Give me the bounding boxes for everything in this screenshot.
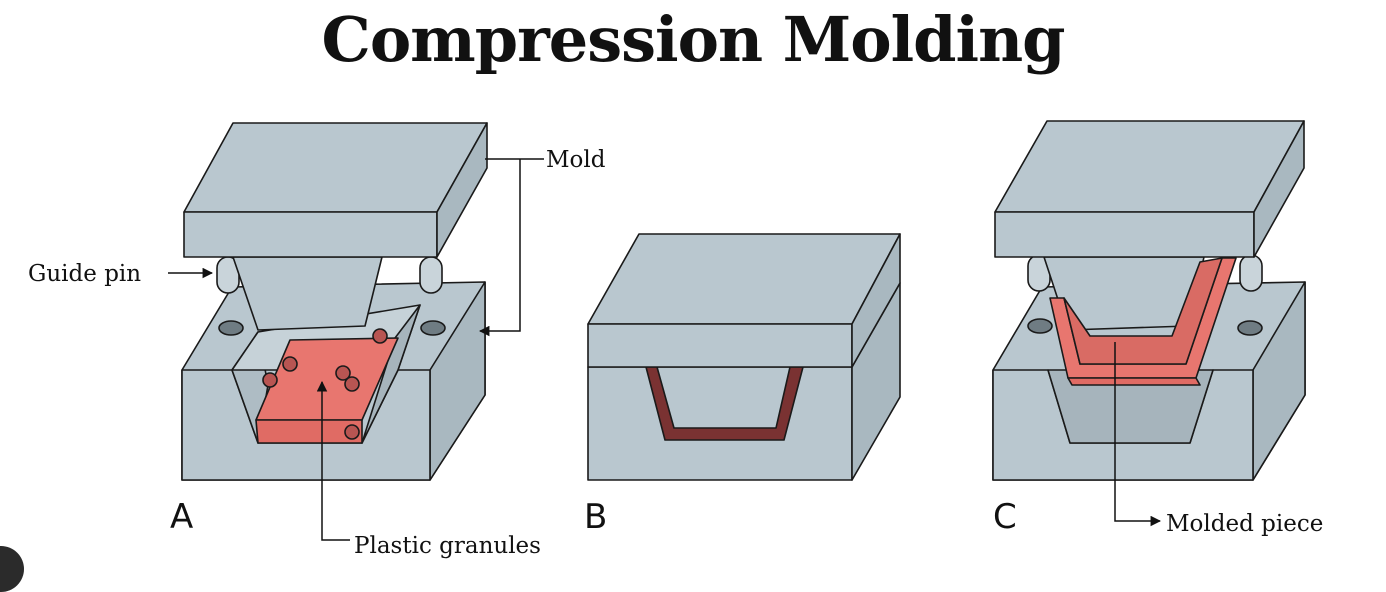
page-title: Compression Molding: [321, 3, 1065, 76]
granule: [344, 424, 360, 440]
plastic-granules-leader: [316, 380, 350, 541]
guide-pin: [419, 256, 443, 294]
granule: [282, 356, 298, 372]
label-guide-pin: Guide pin: [28, 261, 141, 287]
compression-molding-diagram: Mold Guide pin Plastic granules Molded p…: [28, 120, 1323, 559]
panel-label-a: A: [170, 497, 193, 537]
panel-a-plunger: [232, 256, 383, 331]
panel-label-c: C: [993, 497, 1017, 537]
granule: [262, 372, 278, 388]
pin-hole: [1237, 320, 1263, 336]
mold-bracket: [478, 159, 521, 337]
panel-b-closed-mold: [587, 233, 901, 481]
label-mold: Mold: [546, 147, 606, 173]
panel-c-opened-mold: [992, 120, 1306, 481]
panel-a-top-plate: [183, 122, 488, 258]
panel-label-b: B: [584, 497, 607, 537]
pin-hole: [420, 320, 446, 336]
granule: [372, 328, 388, 344]
pin-hole: [218, 320, 244, 336]
panel-b-top-plate: [587, 233, 901, 368]
guide-pin: [1239, 254, 1263, 292]
label-plastic-granules: Plastic granules: [354, 533, 541, 559]
panel-c-top-plate: [994, 120, 1305, 258]
pin-hole: [1027, 318, 1053, 334]
plastic-granules: [262, 328, 388, 440]
molded-piece: [1049, 257, 1237, 386]
guide-pins: [1027, 254, 1263, 292]
granule: [335, 365, 351, 381]
label-molded-piece: Molded piece: [1166, 511, 1323, 537]
granule: [344, 376, 360, 392]
molded-piece-leader: [1114, 342, 1162, 527]
panel-a-open-mold: [181, 122, 488, 481]
leader-lines: [168, 158, 1162, 541]
